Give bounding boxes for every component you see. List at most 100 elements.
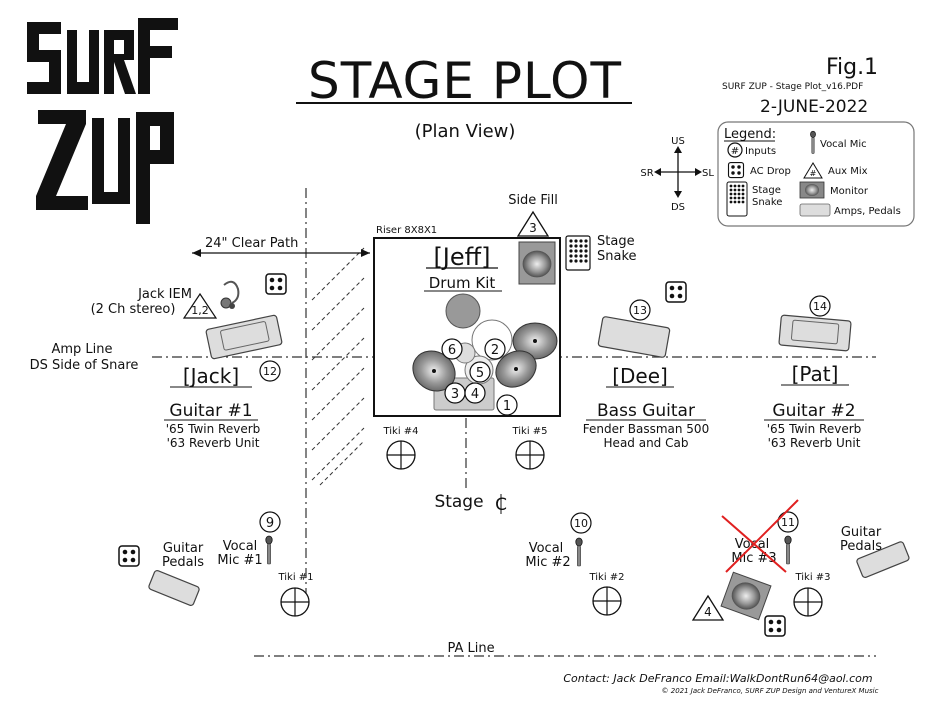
ac-drop-dee <box>665 281 687 303</box>
vocal-mic-1-label-2: Mic #1 <box>217 553 262 568</box>
input-4: 4 <box>464 382 486 404</box>
input-icon <box>727 142 743 158</box>
jack-gear-2: '63 Reverb Unit <box>167 436 260 450</box>
guitar-pedals-left-label-1: Guitar <box>163 541 204 556</box>
guitar-pedals-right-label-2: Pedals <box>840 539 882 554</box>
legend-stage-snake-label-1: Stage <box>752 185 781 196</box>
tiki-5-icon <box>515 440 545 470</box>
svg-text:3: 3 <box>451 387 459 402</box>
input-3: 3 <box>444 382 466 404</box>
legend: Legend: # Inputs AC Drop Stage Snake Voc… <box>717 121 915 227</box>
aux-4-triangle <box>691 594 725 621</box>
jeff-role: Drum Kit <box>429 274 496 292</box>
svg-text:4: 4 <box>471 387 479 402</box>
compass-us: US <box>671 136 685 147</box>
tiki-1-icon <box>280 587 310 617</box>
input-2: 2 <box>484 338 506 360</box>
guitar-pedals-left <box>148 570 200 606</box>
svg-text:#: # <box>731 146 739 157</box>
riser-label: Riser 8X8X1 <box>376 225 437 236</box>
compass-ds: DS <box>671 202 685 213</box>
legend-stage-snake-label-2: Snake <box>752 197 782 208</box>
amp-line-label-2: DS Side of Snare <box>30 358 139 373</box>
stage-snake <box>565 235 591 271</box>
copyright-line: © 2021 Jack DeFranco, SURF ZUP Design an… <box>662 687 879 695</box>
jack-amp <box>205 314 283 360</box>
stage-snake-label-1: Stage <box>597 234 635 249</box>
document-date: 2-JUNE-2022 <box>760 97 868 117</box>
side-fill-label: Side Fill <box>508 193 558 208</box>
input-14: 14 <box>809 295 831 317</box>
tiki-2-label: Tiki #2 <box>588 572 624 583</box>
pat-amp <box>778 314 852 352</box>
tiki-2-icon <box>592 586 622 616</box>
jack-role: Guitar #1 <box>169 401 252 421</box>
amp-line-label-1: Amp Line <box>51 342 112 357</box>
tiki-5-label: Tiki #5 <box>511 426 547 437</box>
tiki-3-label: Tiki #3 <box>794 572 830 583</box>
input-11: 11 <box>777 511 799 533</box>
vocal-mic-3-label-1: Vocal <box>735 537 770 552</box>
dee-amp <box>597 316 671 358</box>
iem-earpiece-icon <box>220 280 240 309</box>
vocal-mic-1-icon <box>265 535 273 565</box>
legend-aux-mix-label: Aux Mix <box>828 166 868 177</box>
vocal-mic-3-cross-out <box>721 499 799 573</box>
guitar-pedals-left-label-2: Pedals <box>162 555 204 570</box>
ac-drop-left <box>118 545 140 567</box>
page-title: STAGE PLOT <box>308 52 622 110</box>
svg-text:1: 1 <box>503 399 511 414</box>
input-9: 9 <box>259 511 281 533</box>
tiki-1-label: Tiki #1 <box>277 572 313 583</box>
stage-snake-label-2: Snake <box>597 249 637 264</box>
pa-line-label: PA Line <box>447 641 494 656</box>
vocal-mic-1-label-1: Vocal <box>223 539 258 554</box>
jack-name: [Jack] <box>183 364 239 388</box>
aux-12-triangle <box>182 292 218 319</box>
dee-name: [Dee] <box>612 364 668 388</box>
svg-text:13: 13 <box>633 304 647 317</box>
aux-4-number: 4 <box>704 605 712 619</box>
side-fill-monitor <box>518 241 556 285</box>
input-1: 1 <box>496 394 518 416</box>
tiki-4-icon <box>386 440 416 470</box>
legend-monitor-label: Monitor <box>830 186 869 197</box>
aux-12-number: 1,2 <box>191 304 209 317</box>
svg-text:10: 10 <box>574 517 588 530</box>
jack-iem-label-2: (2 Ch stereo) <box>91 302 176 317</box>
figure-number: Fig.1 <box>826 55 878 80</box>
compass-sl: SL <box>702 168 714 179</box>
input-12: 12 <box>259 360 281 382</box>
svg-text:14: 14 <box>813 300 827 313</box>
pat-gear-2: '63 Reverb Unit <box>768 436 861 450</box>
contact-line: Contact: Jack DeFranco Email:WalkDontRun… <box>563 672 872 685</box>
wedge-monitor <box>720 571 772 621</box>
monitor-icon <box>799 181 825 199</box>
clear-path-label: 24" Clear Path <box>205 236 298 251</box>
legend-inputs-label: Inputs <box>745 146 776 157</box>
input-6: 6 <box>441 338 463 360</box>
ac-drop-right <box>764 615 786 637</box>
legend-title: Legend: <box>724 127 776 142</box>
svg-text:12: 12 <box>263 365 277 378</box>
svg-text:#: # <box>810 169 817 178</box>
ac-drop-icon <box>727 161 745 179</box>
svg-text:11: 11 <box>781 516 795 529</box>
vocal-mic-2-icon <box>575 537 583 567</box>
dee-gear-1: Fender Bassman 500 <box>583 422 709 436</box>
surf-zup-logo <box>27 18 178 224</box>
amp-icon <box>799 203 831 217</box>
stage-center-label: Stage <box>434 492 483 512</box>
pat-name: [Pat] <box>792 362 839 386</box>
dee-gear-2: Head and Cab <box>604 436 689 450</box>
aux-mix-icon <box>803 162 823 179</box>
aux-3-number: 3 <box>529 221 537 235</box>
svg-text:9: 9 <box>266 516 274 531</box>
input-5: 5 <box>469 361 491 383</box>
compass-rose: US DS SR SL <box>640 136 714 213</box>
vocal-mic-2-label-2: Mic #2 <box>525 555 570 570</box>
aux-3-triangle <box>516 210 550 237</box>
pat-role: Guitar #2 <box>772 401 855 421</box>
legend-ac-drop-label: AC Drop <box>750 166 791 177</box>
